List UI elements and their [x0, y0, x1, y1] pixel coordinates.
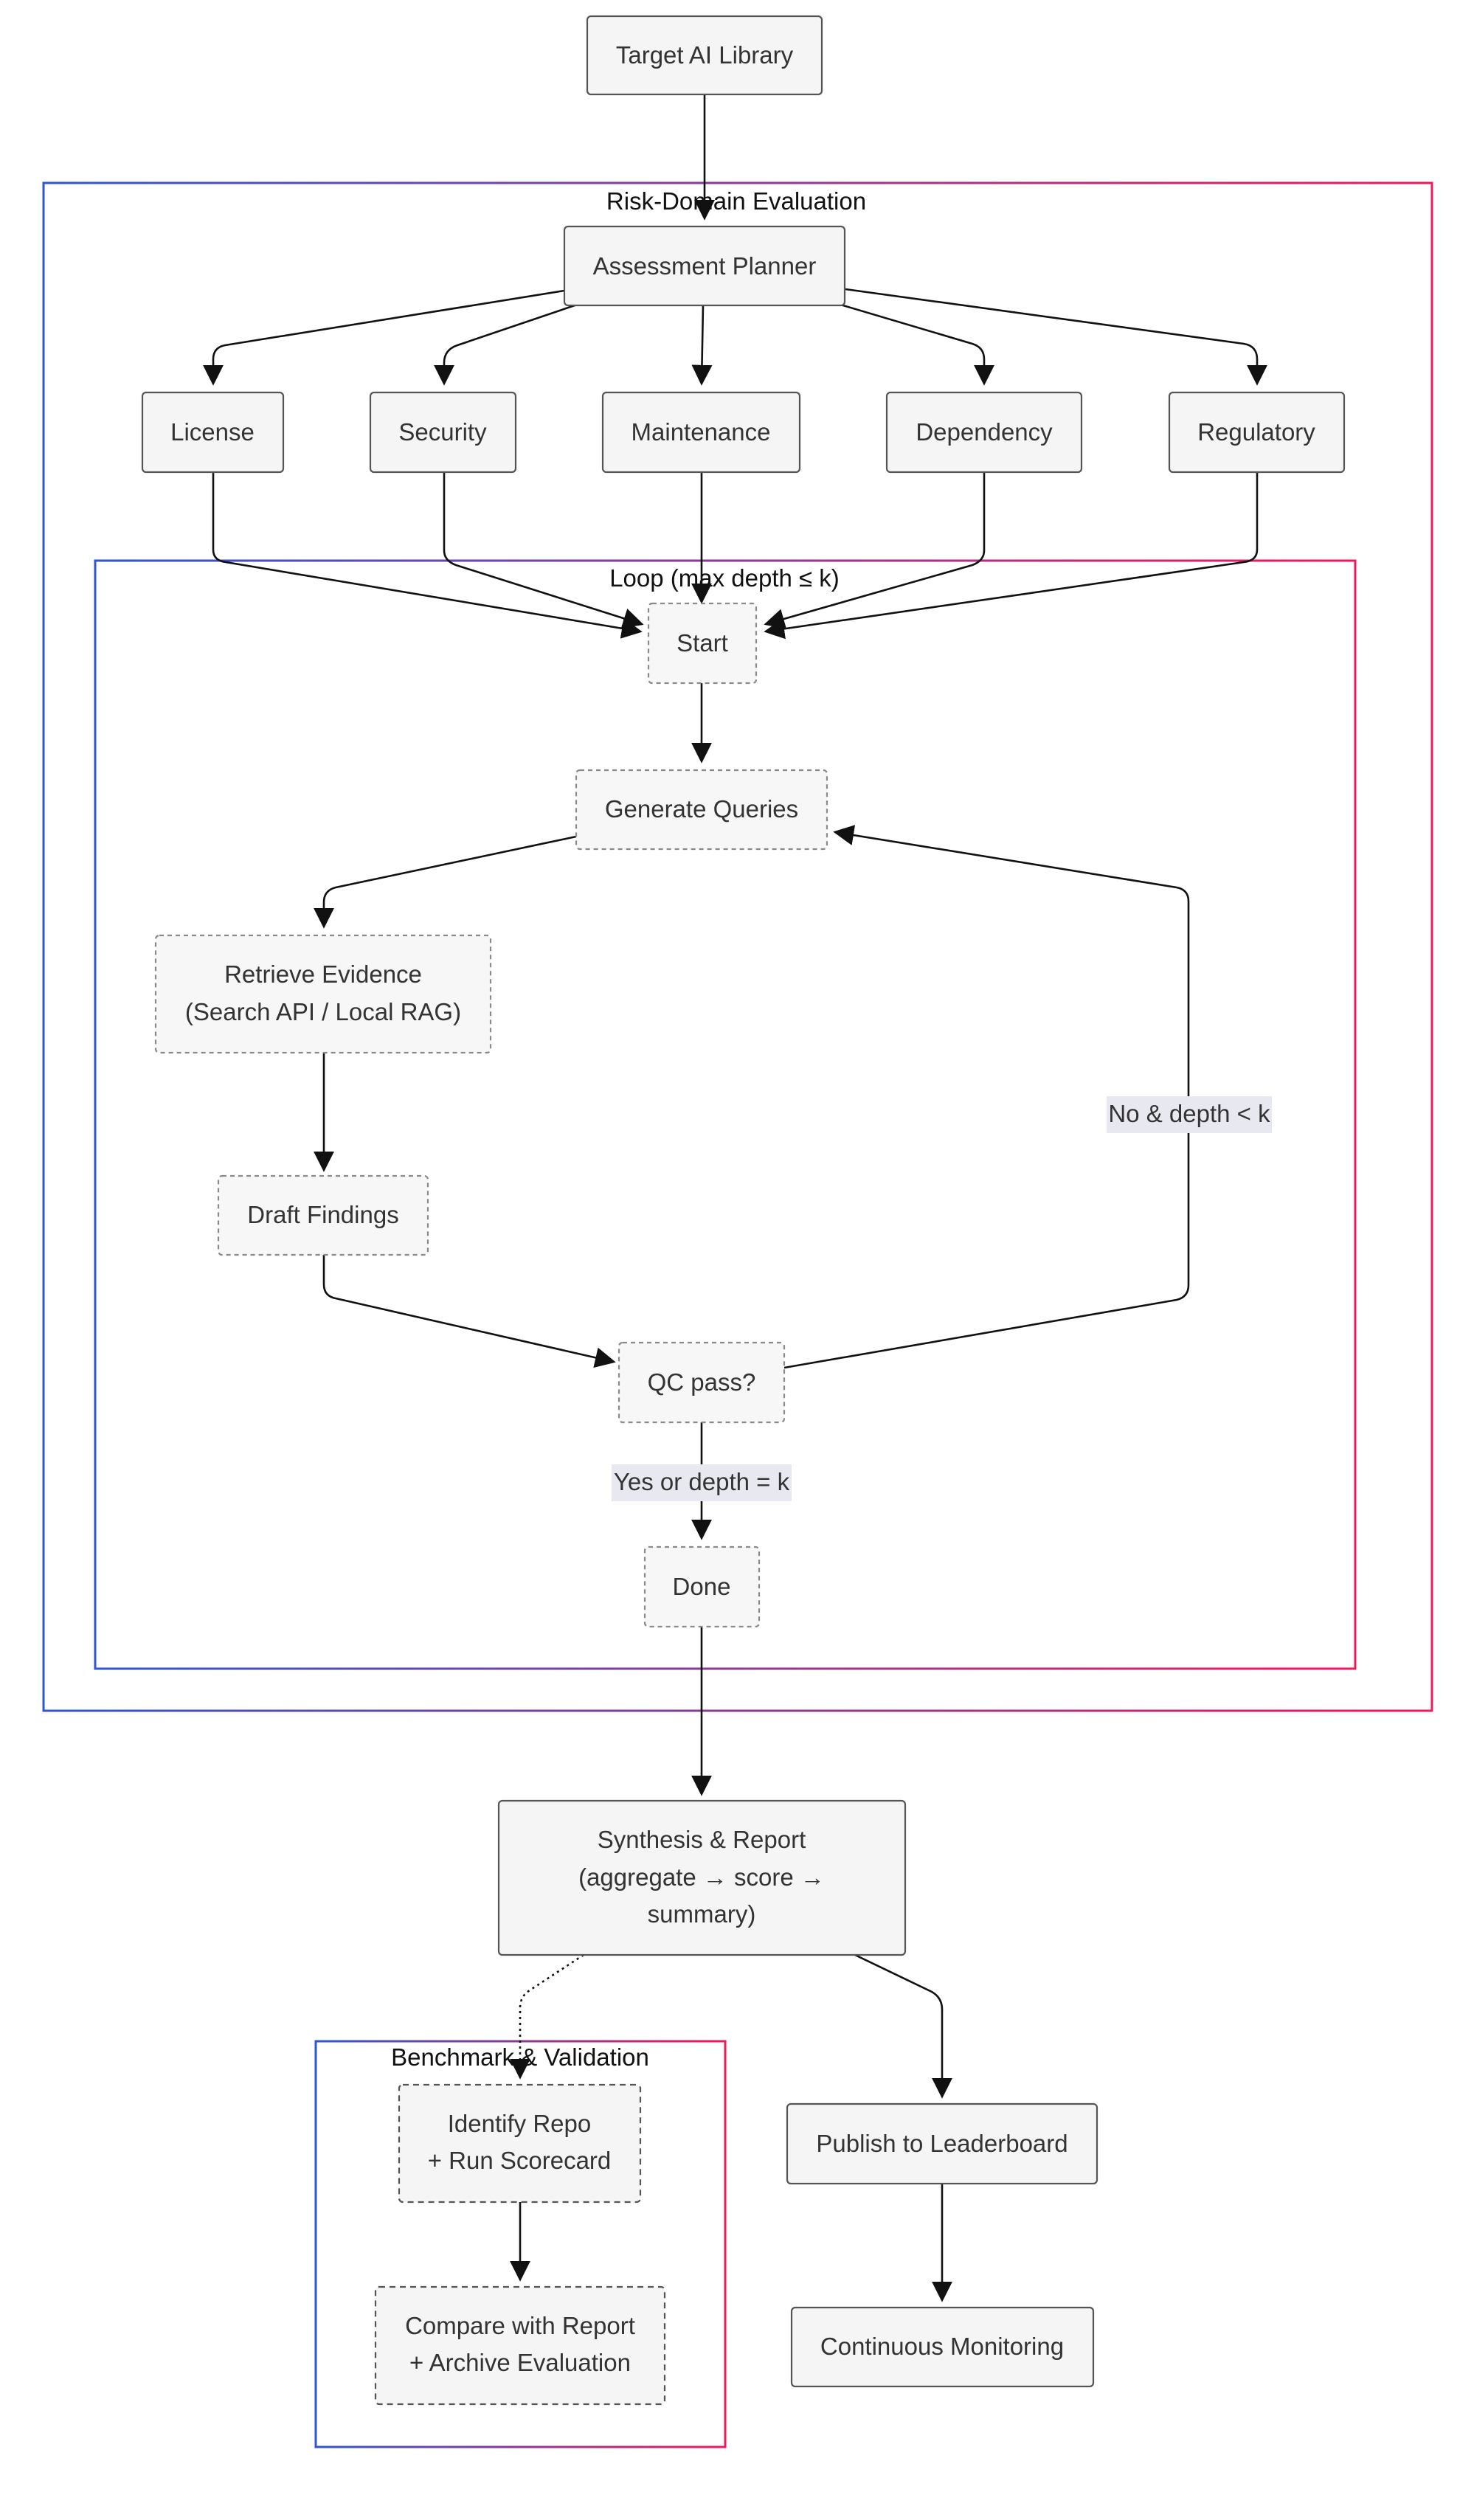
node-generate-queries: Generate Queries — [575, 769, 828, 851]
svg-text:Identify Repo: Identify Repo — [448, 2110, 591, 2137]
svg-text:License: License — [170, 418, 255, 446]
svg-text:Retrieve Evidence: Retrieve Evidence — [224, 960, 422, 988]
edge-planner-regulatory — [845, 288, 1267, 386]
edge-dependency-start — [764, 472, 986, 629]
svg-text:Dependency: Dependency — [916, 418, 1053, 446]
node-license: License — [141, 391, 285, 474]
edge-planner-security — [434, 302, 580, 386]
edge-qc-generate-b — [833, 825, 1177, 889]
node-maintenance: Maintenance — [601, 391, 801, 474]
node-done: Done — [643, 1545, 761, 1628]
cluster-risk-domain: Risk-Domain Evaluation — [42, 181, 1433, 1712]
node-start: Start — [647, 602, 758, 685]
node-compare-report: Compare with Report + Archive Evaluation — [374, 2285, 666, 2406]
svg-text:QC pass?: QC pass? — [648, 1368, 756, 1396]
svg-text:Done: Done — [673, 1573, 731, 1600]
edge-label-yes-depth: Yes or depth = k — [612, 1464, 792, 1501]
svg-text:Regulatory: Regulatory — [1197, 418, 1315, 446]
edge-planner-maintenance — [691, 305, 713, 386]
node-target-library: Target AI Library — [586, 15, 823, 96]
svg-text:Yes or depth = k: Yes or depth = k — [614, 1468, 790, 1495]
svg-text:Security: Security — [398, 418, 487, 446]
node-publish-leaderboard: Publish to Leaderboard — [786, 2102, 1098, 2185]
edge-draft-qc — [322, 1255, 616, 1368]
node-draft-findings: Draft Findings — [217, 1174, 429, 1256]
svg-text:Start: Start — [677, 629, 728, 657]
svg-text:Synthesis & Report: Synthesis & Report — [598, 1826, 806, 1853]
edge-planner-dependency — [837, 302, 994, 386]
svg-text:+ Run Scorecard: + Run Scorecard — [428, 2147, 612, 2174]
edge-qc-generate-a — [783, 886, 1190, 1369]
node-dependency: Dependency — [885, 391, 1083, 474]
edge-license-start — [212, 472, 643, 639]
node-synthesis-report: Synthesis & Report (aggregate → score → … — [497, 1799, 907, 1956]
cluster-loop: Loop (max depth ≤ k) — [94, 559, 1357, 1670]
edge-generate-retrieve — [314, 835, 577, 929]
svg-text:Assessment Planner: Assessment Planner — [593, 252, 817, 280]
svg-text:Generate Queries: Generate Queries — [605, 795, 798, 823]
edge-label-no-depth: No & depth < k — [1107, 1096, 1272, 1133]
cluster-risk-title: Risk-Domain Evaluation — [606, 187, 866, 215]
node-qc-pass: QC pass? — [617, 1341, 786, 1424]
node-continuous-monitoring: Continuous Monitoring — [790, 2306, 1095, 2388]
node-retrieve-evidence: Retrieve Evidence (Search API / Local RA… — [154, 934, 492, 1054]
svg-text:(Search API / Local RAG): (Search API / Local RAG) — [185, 998, 461, 1025]
node-assessment-planner: Assessment Planner — [563, 225, 846, 307]
cluster-loop-title: Loop (max depth ≤ k) — [609, 564, 840, 592]
node-identify-repo: Identify Repo + Run Scorecard — [398, 2083, 642, 2204]
svg-text:+ Archive Evaluation: + Archive Evaluation — [409, 2349, 631, 2376]
svg-text:Compare with Report: Compare with Report — [405, 2312, 635, 2339]
edge-synthesis-publish — [854, 1953, 952, 2099]
svg-text:Continuous Monitoring: Continuous Monitoring — [820, 2333, 1064, 2360]
edge-security-start — [443, 472, 644, 629]
svg-text:Draft Findings: Draft Findings — [247, 1201, 398, 1228]
svg-text:Target AI Library: Target AI Library — [616, 41, 794, 69]
svg-text:(aggregate → score →: (aggregate → score → — [578, 1863, 825, 1891]
svg-text:Maintenance: Maintenance — [632, 418, 771, 446]
node-security: Security — [369, 391, 517, 474]
svg-text:Publish to Leaderboard: Publish to Leaderboard — [816, 2130, 1068, 2157]
node-regulatory: Regulatory — [1168, 391, 1346, 474]
svg-text:No & depth < k: No & depth < k — [1108, 1100, 1270, 1127]
svg-text:summary): summary) — [648, 1900, 756, 1928]
edge-regulatory-start — [764, 472, 1259, 640]
edge-planner-license — [203, 289, 565, 386]
